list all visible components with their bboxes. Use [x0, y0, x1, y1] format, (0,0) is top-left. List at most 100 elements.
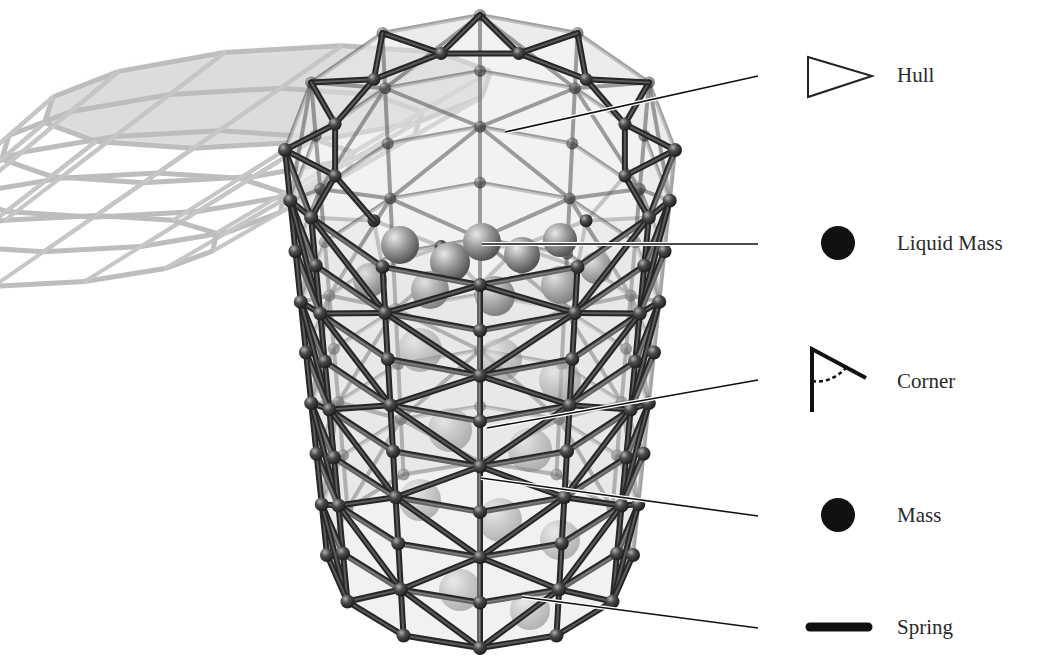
leader-line — [482, 243, 758, 245]
spring-highlight — [625, 124, 675, 150]
shadow-line — [0, 196, 6, 212]
spring-highlight — [480, 376, 570, 405]
leader-halo — [522, 597, 758, 628]
mass — [310, 447, 324, 461]
spring — [327, 555, 347, 602]
spring — [519, 33, 578, 53]
mass — [313, 307, 327, 321]
spring — [329, 405, 390, 409]
shadow-line — [53, 71, 119, 97]
spring — [625, 176, 649, 218]
leader-halo — [505, 76, 758, 132]
shadow-line — [0, 282, 85, 287]
spring-highlight — [519, 33, 578, 53]
mass — [474, 121, 486, 133]
mass — [322, 403, 336, 417]
part-label: Hull — [897, 63, 934, 88]
liquid-mass — [543, 223, 577, 257]
spring-highlight — [480, 15, 519, 53]
spring — [347, 602, 403, 636]
mass — [566, 137, 578, 149]
spring — [311, 83, 335, 125]
spring — [383, 33, 442, 53]
spring — [401, 589, 480, 648]
mass — [394, 582, 408, 596]
mass-icon — [821, 498, 855, 532]
mass — [637, 447, 651, 461]
spring-highlight — [396, 467, 480, 498]
shadow-line — [173, 220, 216, 233]
spring-highlight — [578, 33, 587, 79]
spring — [385, 285, 480, 313]
hull-face — [401, 590, 480, 649]
spring — [296, 251, 301, 302]
leader-line — [487, 380, 758, 428]
leader-line — [522, 597, 758, 628]
spring — [285, 124, 335, 150]
mass — [340, 595, 354, 609]
shadow-line — [0, 246, 44, 251]
spring — [578, 33, 587, 79]
mass — [473, 460, 487, 474]
spring — [311, 79, 374, 82]
corner-angle-icon — [812, 368, 846, 381]
cup-shadow — [0, 46, 490, 287]
mass — [299, 346, 313, 360]
spring — [622, 124, 628, 176]
spring-highlight — [401, 557, 480, 589]
mass — [473, 414, 487, 428]
spring-back — [570, 189, 640, 199]
leader-line — [481, 478, 758, 516]
spring — [311, 176, 335, 218]
mass — [615, 499, 629, 513]
mass — [474, 177, 486, 189]
mass — [389, 490, 403, 504]
mass — [320, 548, 334, 562]
mass — [473, 641, 487, 655]
hull-face — [343, 554, 404, 636]
mass — [391, 536, 405, 550]
mass — [628, 355, 642, 369]
spring — [575, 310, 640, 317]
spring-highlight — [374, 33, 383, 79]
mass — [473, 278, 487, 292]
mass — [580, 214, 593, 227]
spring-highlight — [625, 176, 649, 218]
spring — [613, 555, 633, 602]
mass — [663, 194, 677, 208]
mass — [564, 193, 576, 205]
shadow-line — [96, 141, 193, 148]
spring-highlight — [320, 312, 385, 315]
mass — [336, 547, 350, 561]
mass — [618, 118, 631, 131]
spring-highlight — [480, 557, 559, 589]
part-label: Corner — [897, 369, 955, 394]
mass — [376, 260, 390, 274]
spring — [559, 589, 612, 601]
shadow-line — [60, 173, 158, 178]
mass — [294, 295, 308, 309]
mass — [379, 82, 391, 94]
spring-highlight — [624, 124, 626, 176]
mass — [474, 65, 486, 77]
mass — [633, 307, 647, 321]
mass — [658, 244, 672, 258]
spring — [480, 376, 570, 405]
mass — [331, 499, 345, 513]
mass — [304, 396, 318, 410]
spring — [401, 557, 480, 589]
spring-icon — [810, 623, 868, 632]
spring-highlight — [519, 53, 586, 79]
part-label: Mass — [897, 503, 941, 528]
spring — [519, 53, 586, 79]
spring-highlight — [296, 251, 301, 302]
shadow-line — [44, 246, 142, 251]
mass — [367, 73, 380, 86]
spring-highlight — [329, 405, 390, 409]
spring-highlight — [404, 636, 481, 648]
shadow-line — [9, 112, 70, 136]
spring — [480, 557, 559, 589]
leader-halo — [481, 478, 758, 516]
spring — [586, 79, 649, 82]
